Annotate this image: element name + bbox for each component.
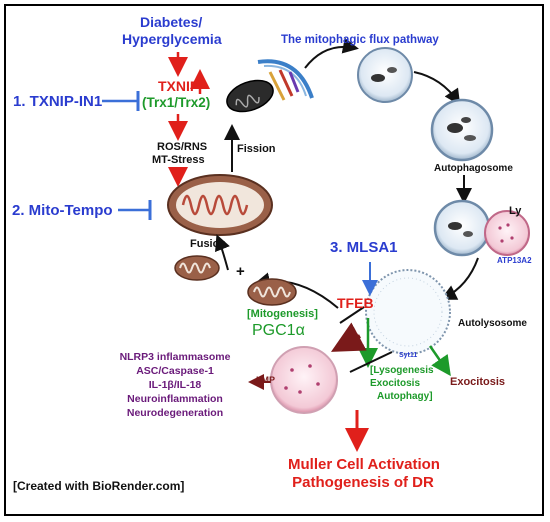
autolysosome: [365, 269, 451, 355]
label-autophagosome: Autophagosome: [434, 163, 513, 174]
inflammation-line-4: Neuroinflammation: [127, 393, 223, 405]
label-lyso-exocitosis: Exocitosis: [370, 378, 421, 389]
mitochondrion-small-left: [174, 255, 220, 281]
label-diabetes: Diabetes/: [140, 14, 203, 30]
mitochondrion-small-right: [247, 278, 297, 306]
label-atp13a2: ATP13A2: [497, 256, 532, 265]
inflammation-line-2: ASC/Caspase-1: [136, 365, 214, 377]
label-lmp: LMP: [256, 375, 275, 385]
arrow-fusion-mito: [215, 234, 230, 271]
vesicle-early: [357, 47, 413, 103]
label-hyperglycemia: Hyperglycemia: [122, 31, 222, 47]
inflammation-line-1: NLRP3 inflammasome: [119, 351, 231, 363]
arrow-to-exocitosis: [428, 345, 451, 377]
arrow-to-pathway: [304, 37, 359, 69]
label-ly: Ly: [509, 205, 522, 217]
line-autolyso-lyso: [349, 351, 393, 373]
label-fission: Fission: [237, 143, 276, 155]
label-autophagy: Autophagy]: [377, 391, 433, 402]
credit-label: [Created with BioRender.com]: [13, 479, 185, 493]
label-mt-stress: MT-Stress: [152, 154, 205, 166]
line-autolyso-tfeb: [339, 306, 365, 324]
autophagosome: [430, 98, 494, 162]
outcome-line-1: Muller Cell Activation: [288, 456, 440, 473]
label-autolysosome: Autolysosome: [458, 318, 527, 329]
label-txnip-in1: 1. TXNIP-IN1: [13, 93, 103, 110]
label-txnip: TXNIP: [158, 78, 200, 94]
label-mlsa1: 3. MLSA1: [330, 239, 398, 256]
label-pathway-title: The mitophagic flux pathway: [281, 34, 439, 46]
arrow-to-autophagosome: [413, 71, 461, 106]
label-fusion: Fusion: [190, 238, 227, 250]
damaged-mitochondrion: [226, 59, 314, 113]
arrow-to-autolysosome: [440, 257, 479, 300]
label-exocitosis: Exocitosis: [450, 376, 506, 388]
diagram-frame: [4, 4, 544, 516]
label-mito-tempo: 2. Mito-Tempo: [12, 202, 113, 219]
outcome-line-2: Pathogenesis of DR: [292, 474, 434, 491]
label-trx: (Trx1/Trx2): [142, 95, 211, 110]
damaged-lysosome: [270, 346, 338, 414]
inflammation-line-5: Neurodegeneration: [126, 407, 224, 419]
autophagosome-lysosome-pair: [433, 199, 530, 257]
arrow-lmp-hatched: [330, 322, 367, 352]
label-plus: +: [236, 263, 245, 280]
label-pgc1a: PGC1α: [252, 322, 305, 339]
inflammation-line-3: IL-1β/IL-18: [148, 379, 202, 391]
label-lysogenesis: [Lysogenesis: [370, 365, 434, 376]
label-ros: ROS/RNS: [157, 141, 208, 153]
label-tfeb: TFEB: [337, 295, 374, 311]
mitochondrion-large: [167, 174, 273, 236]
inflammation-list: NLRP3 inflammasome ASC/Caspase-1 IL-1β/I…: [100, 350, 250, 420]
label-syt11: Syt11: [399, 352, 418, 359]
label-mitogenesis: [Mitogenesis]: [247, 308, 318, 320]
